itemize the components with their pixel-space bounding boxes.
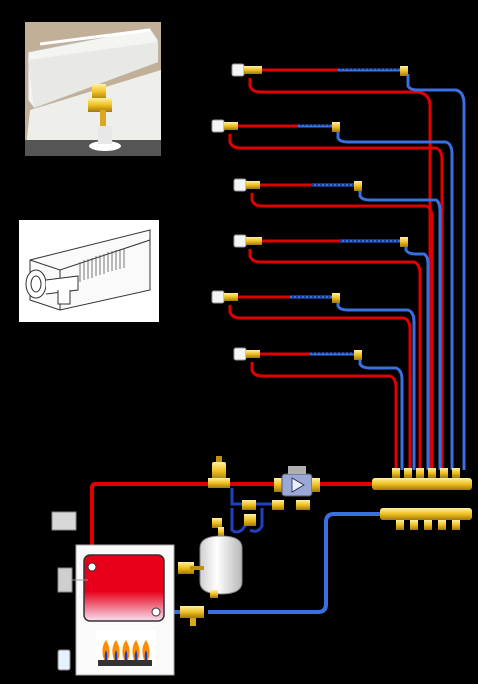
thermostatic-valve-icon	[233, 234, 408, 248]
brass-valve-icon	[88, 84, 121, 151]
zone-valves	[211, 63, 408, 361]
thermostatic-valve-icon	[233, 178, 362, 192]
expansion-tank-icon	[199, 527, 243, 595]
burner-flame-icon	[98, 640, 152, 666]
return-manifold-icon	[380, 508, 472, 530]
thermostatic-valve-icon	[233, 347, 362, 361]
control-box	[51, 511, 88, 671]
thermostatic-valve-icon	[231, 63, 408, 77]
bypass-piping	[212, 488, 310, 534]
return-valve-icon	[180, 590, 218, 626]
baseboard-valve-sketch	[19, 220, 159, 322]
thermostatic-valve-icon	[211, 290, 340, 304]
baseboard-heater-photo	[25, 22, 161, 156]
boiler-icon	[75, 544, 175, 676]
air-vent-icon	[208, 456, 230, 488]
zone-piping	[228, 68, 466, 470]
gas-valve-icon	[178, 562, 204, 574]
thermostatic-valve-icon	[211, 119, 340, 133]
circulator-pump-icon	[274, 466, 320, 497]
main-supply-pipe	[90, 482, 372, 560]
supply-manifold-icon	[372, 468, 472, 490]
